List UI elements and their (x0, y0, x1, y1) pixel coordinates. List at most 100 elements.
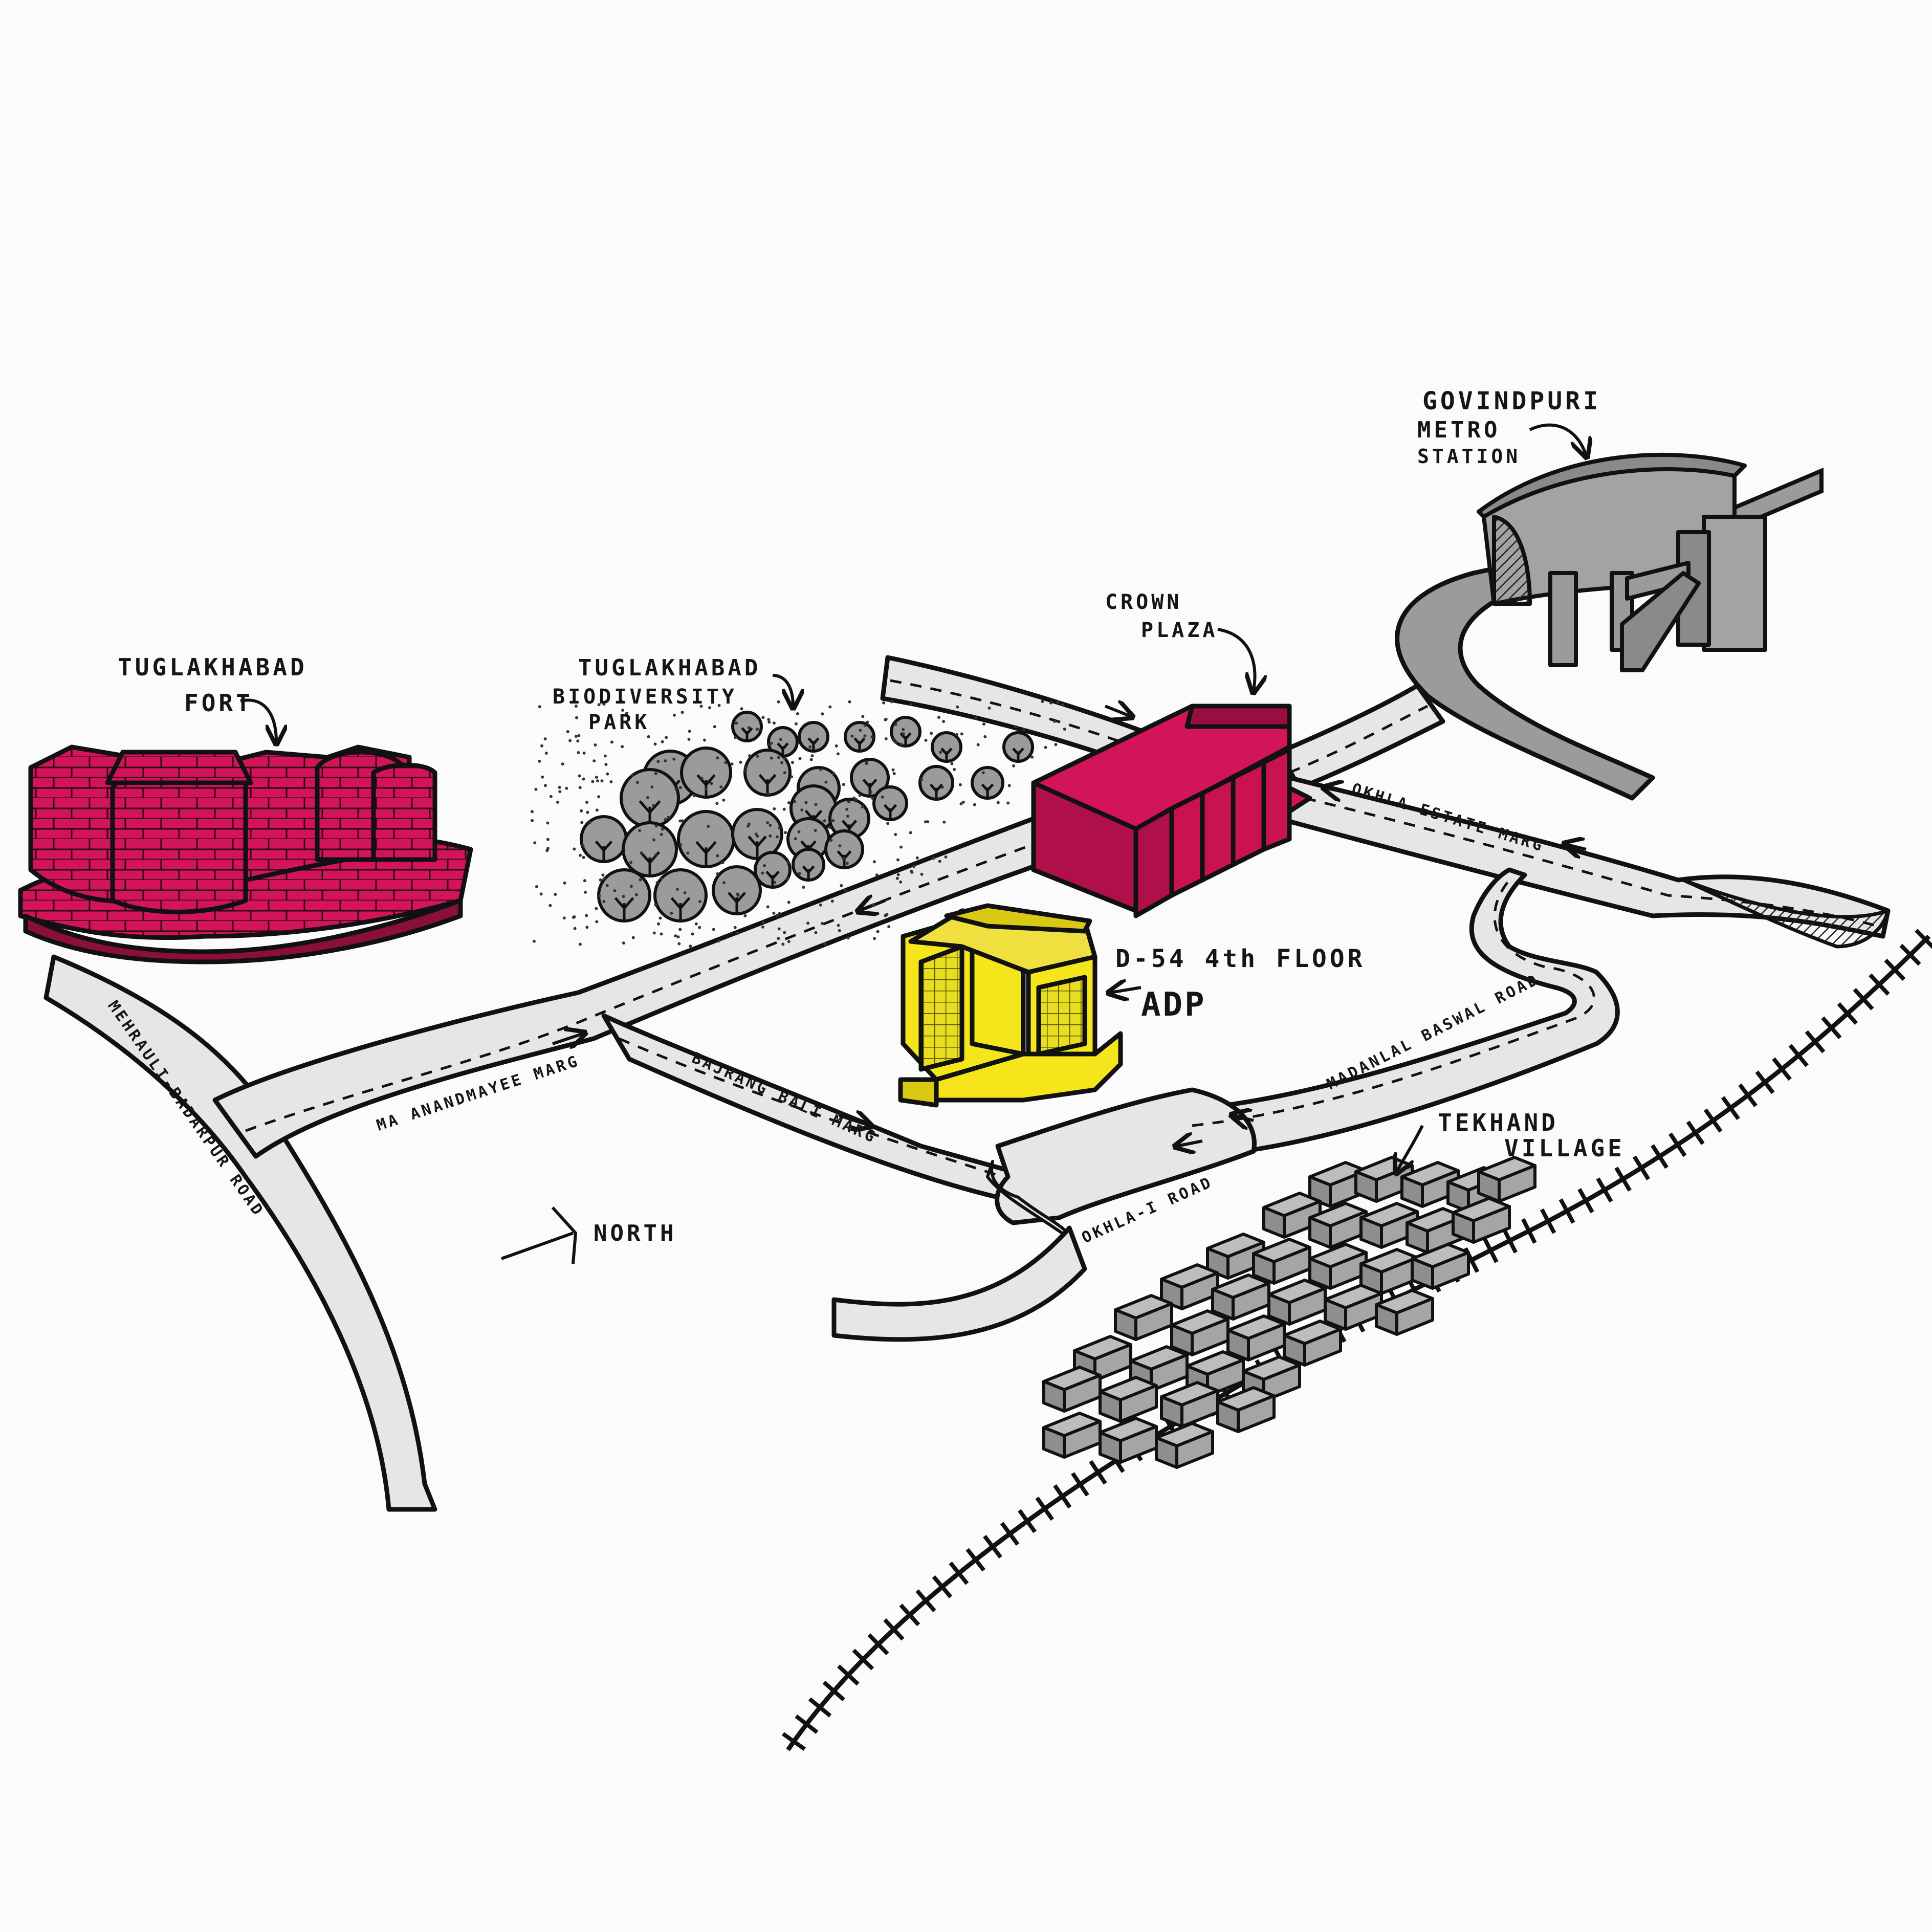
railway-sleeper (1577, 1188, 1594, 1214)
house-icon (1400, 1161, 1460, 1208)
tree-icon (850, 758, 890, 798)
railway-sleeper (1686, 1121, 1705, 1145)
park-stipple (531, 699, 1066, 948)
label-crown-2: PLAZA (1141, 619, 1218, 642)
tree-icon (931, 731, 962, 763)
label-metro-2: METRO (1417, 417, 1500, 443)
house-icon (1216, 1386, 1276, 1433)
railway-sleeper (949, 1561, 969, 1585)
railway-sleeper (1632, 1155, 1651, 1180)
house-icon (1324, 1284, 1383, 1331)
label-metro-3: STATION (1417, 445, 1521, 468)
tree-icon (680, 747, 732, 799)
railway-sleeper (1053, 1484, 1072, 1509)
house-icon (1411, 1243, 1470, 1290)
tree-icon (754, 851, 792, 889)
label-adp-name: ADP (1141, 986, 1206, 1024)
metro-link-road (1277, 683, 1445, 791)
railway-sleeper (1772, 1057, 1792, 1081)
tree-icon (872, 785, 908, 821)
tree-icon (622, 821, 678, 877)
railway-sleeper (1035, 1497, 1055, 1521)
railway-sleeper (1614, 1167, 1632, 1192)
house-icon (1160, 1381, 1219, 1428)
railway-sleeper (965, 1548, 985, 1572)
railway-sleeper (1000, 1522, 1020, 1546)
govindpuri-metro-station (1477, 452, 1767, 672)
house-icon (1042, 1366, 1102, 1413)
tekhand-village-houses (1042, 1156, 1536, 1469)
railway-sleeper (867, 1633, 889, 1656)
label-adp-address: D-54 4th FLOOR (1115, 945, 1366, 973)
label-fort-2: FORT (184, 689, 253, 717)
railway-sleeper (1884, 958, 1906, 981)
house-icon (1211, 1274, 1270, 1321)
house-icon (1452, 1197, 1511, 1244)
okhla-i-road-south (986, 1160, 1071, 1240)
railway-sleeper (1721, 1096, 1740, 1121)
tree-icon (677, 810, 735, 868)
house-icon (1308, 1243, 1368, 1290)
railway-sleeper (1540, 1208, 1556, 1234)
house-icon (1099, 1417, 1158, 1464)
railway-sleeper (1869, 973, 1890, 996)
railway-sleeper (899, 1604, 920, 1627)
house-icon (1375, 1289, 1434, 1336)
railway-sleeper (1837, 1002, 1858, 1025)
tree-icon (971, 766, 1004, 800)
railway-sleeper (1482, 1237, 1499, 1263)
tree-icon (890, 716, 921, 748)
house-icon (1477, 1156, 1536, 1203)
label-north: NORTH (594, 1220, 676, 1246)
house-icon (1308, 1161, 1368, 1208)
railway-sleeper (1853, 987, 1874, 1011)
mehrauli-badarpur-road (43, 954, 437, 1512)
railway-sleeper (1558, 1198, 1575, 1224)
railway-sleeper (1738, 1083, 1758, 1107)
railway-sleeper (852, 1649, 874, 1671)
house-icon (1308, 1202, 1368, 1249)
traffic-direction-arrows (552, 706, 1587, 1146)
tree-icon (580, 815, 628, 863)
house-icon (1155, 1422, 1214, 1469)
railway-sleeper (837, 1664, 860, 1686)
tree-icon (844, 721, 875, 753)
label-park-2: BIODIVERSITY (553, 685, 737, 709)
railway-sleeper (1089, 1460, 1107, 1485)
railway-sleeper (915, 1589, 936, 1612)
railway-sleeper (1502, 1227, 1518, 1254)
lower-left-road (831, 1225, 1087, 1342)
label-leader-arrows (240, 423, 1586, 1172)
tuglakhabad-fort (18, 744, 473, 964)
tree-icon (731, 711, 763, 742)
okhla-i-road (995, 1087, 1257, 1225)
house-icon (1252, 1238, 1311, 1285)
house-icon (1099, 1376, 1158, 1423)
railway-sleeper (1703, 1108, 1723, 1133)
label-village-1: TEKHAND (1438, 1109, 1558, 1136)
hatched-embankment (1681, 878, 1890, 949)
tree-icon (792, 848, 825, 882)
label-metro-1: GOVINDPURI (1422, 387, 1601, 415)
tree-icon (1002, 731, 1034, 763)
railway-sleeper (1668, 1132, 1687, 1157)
railway-sleeper (1596, 1177, 1613, 1203)
railway-sleeper (932, 1575, 953, 1598)
house-icon (1114, 1294, 1173, 1341)
label-crown-1: CROWN (1105, 590, 1182, 614)
house-icon (1226, 1314, 1286, 1362)
north-arrow (500, 1206, 578, 1264)
railway-sleeper (883, 1618, 905, 1641)
place-labels: TUGLAKHABAD FORT TUGLAKHABAD BIODIVERSIT… (118, 387, 1625, 1246)
railway-sleeper (983, 1534, 1002, 1559)
biodiversity-park-trees (580, 711, 1034, 923)
railway-sleeper (1018, 1509, 1037, 1533)
label-village-2: VILLAGE (1504, 1134, 1625, 1162)
house-icon (1359, 1248, 1419, 1295)
tree-icon (712, 865, 762, 915)
label-fort-1: TUGLAKHABAD (118, 653, 308, 681)
railway-sleeper (795, 1714, 819, 1734)
house-icon (1283, 1320, 1342, 1367)
railway-sleeper (1071, 1472, 1089, 1497)
